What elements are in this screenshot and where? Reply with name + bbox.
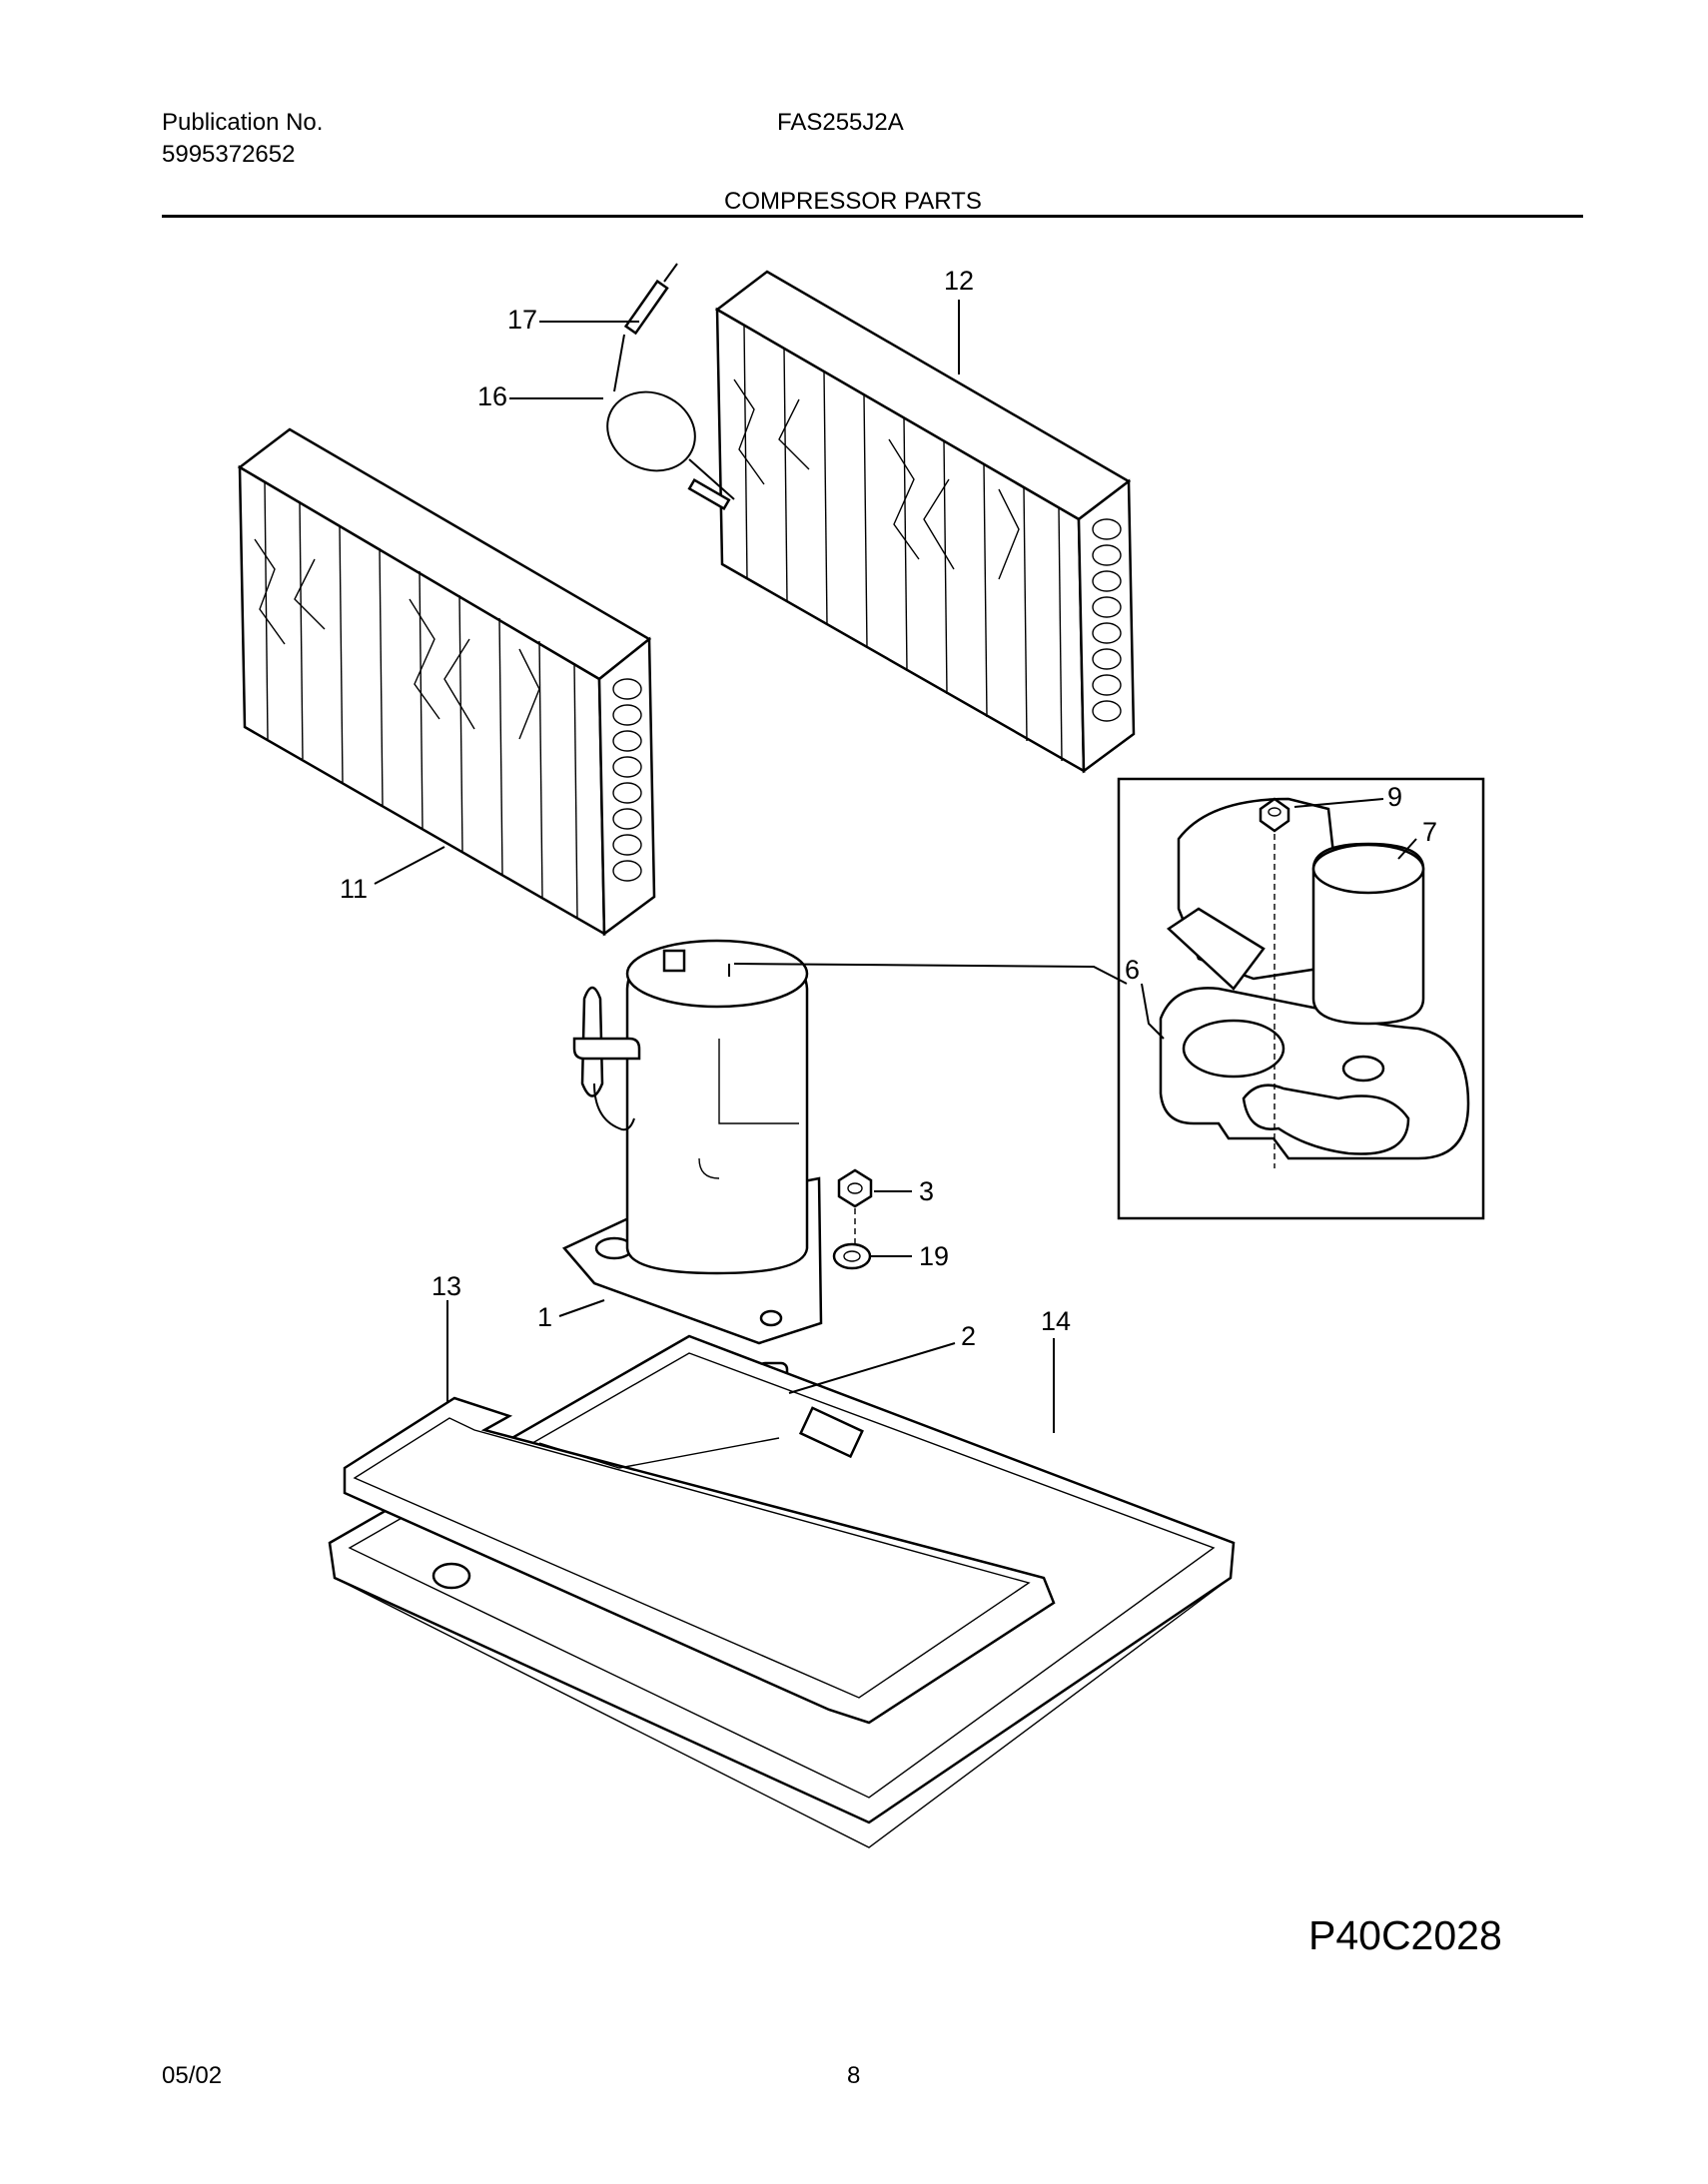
callout-7: 7	[1422, 817, 1437, 847]
capacitor-part-7	[1311, 842, 1425, 1026]
capillary-tube-part-16	[606, 390, 735, 511]
callout-leaders	[374, 300, 1417, 1433]
coil-part-11	[237, 427, 656, 937]
coil-part-12	[714, 270, 1136, 774]
model-number: FAS255J2A	[777, 109, 904, 136]
compressor-part-1	[561, 939, 823, 1345]
callout-11: 11	[340, 874, 368, 904]
callout-19: 19	[919, 1241, 949, 1271]
nut-part-3	[837, 1168, 873, 1208]
callout-17: 17	[507, 305, 537, 335]
overload-cover-part	[1166, 797, 1340, 991]
callout-2: 2	[961, 1321, 976, 1351]
footer-date: 05/02	[162, 2062, 223, 2089]
callout-14: 14	[1041, 1306, 1071, 1336]
callout-3: 3	[919, 1176, 934, 1206]
washer-part-19	[832, 1242, 872, 1270]
bracket-part-6	[1159, 987, 1470, 1160]
publication-number: 5995372652	[162, 141, 296, 168]
drawing-code: P40C2028	[1308, 1912, 1502, 1958]
screw-part-9	[1259, 797, 1290, 833]
callout-13: 13	[431, 1271, 461, 1301]
callout-6: 6	[1125, 955, 1140, 985]
callout-9: 9	[1387, 782, 1402, 812]
inset-detail-box	[1117, 777, 1485, 1220]
callout-12: 12	[944, 266, 974, 296]
header-rule	[162, 215, 1583, 218]
drain-frame-part-13	[343, 1396, 1056, 1725]
publication-label: Publication No.	[162, 109, 324, 136]
callout-1: 1	[537, 1302, 552, 1332]
section-title: COMPRESSOR PARTS	[724, 188, 982, 215]
callout-16: 16	[477, 381, 507, 411]
page-number: 8	[847, 2062, 861, 2089]
sensor-bulb-part-17	[613, 263, 678, 392]
